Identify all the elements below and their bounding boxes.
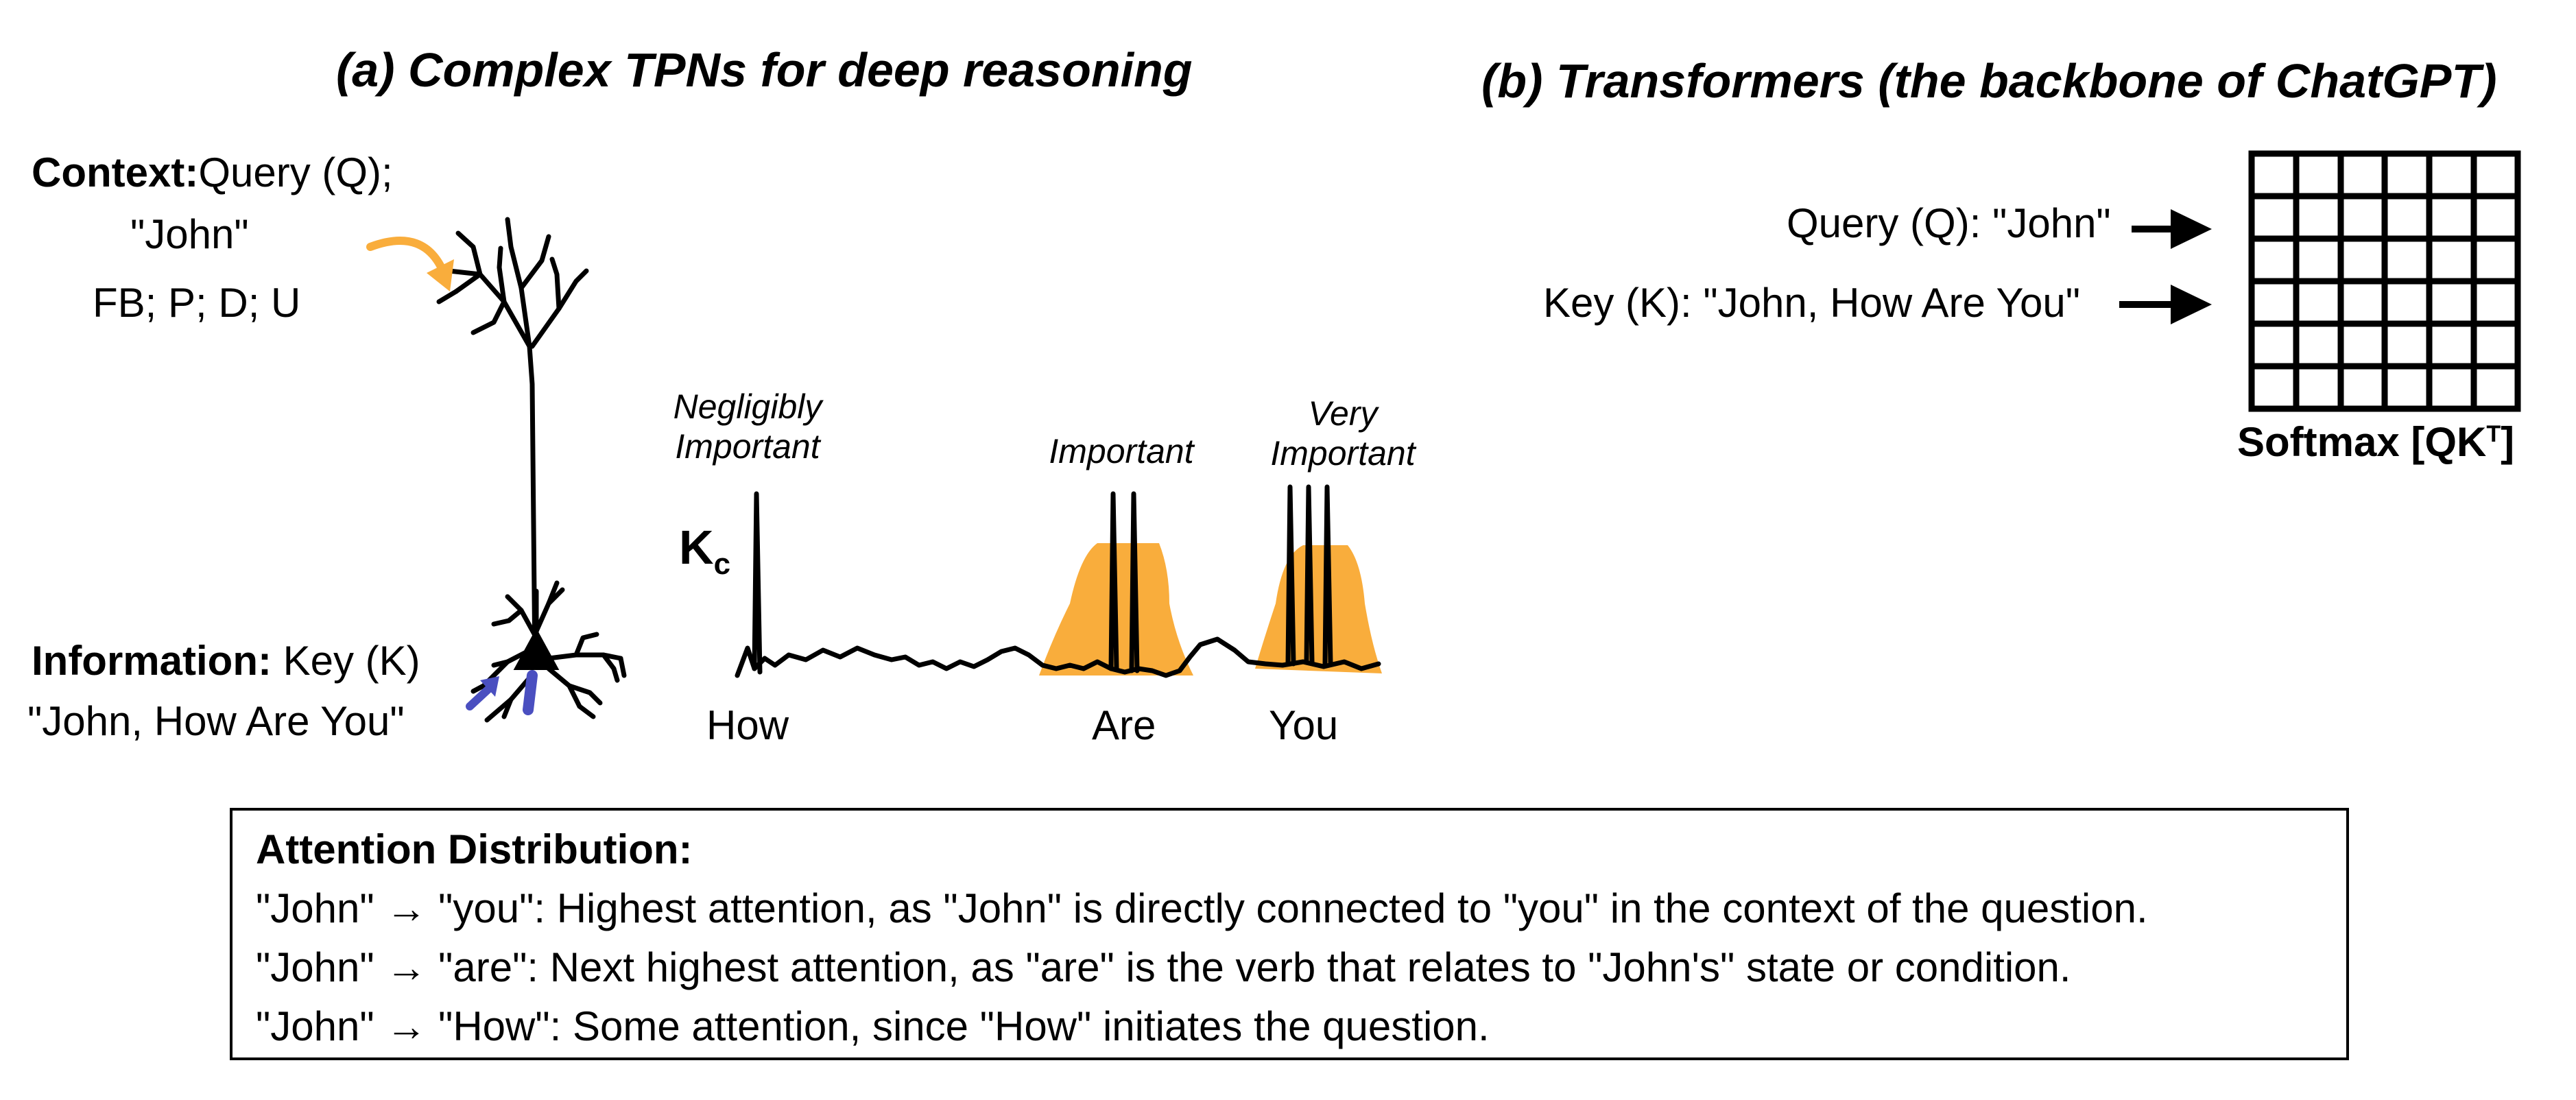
information-arrow bbox=[466, 685, 492, 710]
attention-distribution-box: Attention Distribution: "John" → "you": … bbox=[230, 808, 2349, 1060]
context-label: Context: bbox=[32, 150, 199, 195]
word-how: How bbox=[706, 702, 789, 748]
attention-line-how: "John" → "How": Some attention, since "H… bbox=[256, 1003, 1490, 1049]
kc-letter: K bbox=[679, 521, 714, 574]
spike-are-2 bbox=[1129, 491, 1140, 673]
query-text: Query (Q): "John" bbox=[1787, 200, 2111, 246]
spike-you-3 bbox=[1322, 484, 1333, 667]
query-arrowhead bbox=[2171, 209, 2212, 249]
information-line: Information: Key (K) bbox=[32, 641, 420, 682]
kc-label: Kc bbox=[679, 520, 730, 582]
negligibly-line-1: Negligibly bbox=[673, 387, 822, 426]
spike-you-1 bbox=[1285, 484, 1296, 667]
context-line: Context:Query (Q); bbox=[32, 152, 393, 193]
word-you: You bbox=[1269, 702, 1339, 748]
attention-line-are: "John" → "are": Next highest attention, … bbox=[256, 944, 2071, 990]
information-text: "John, How Are You" bbox=[27, 698, 405, 744]
information-arrowhead bbox=[480, 676, 499, 697]
key-text: Key (K): "John, How Are You" bbox=[1543, 280, 2081, 326]
softmax-close: ] bbox=[2501, 419, 2515, 465]
information-label: Information: bbox=[32, 638, 272, 684]
label-negligibly-important: Negligibly Important bbox=[658, 387, 837, 466]
membrane-baseline bbox=[735, 636, 1381, 678]
spike-you-2 bbox=[1304, 484, 1315, 665]
softmax-label: Softmax [QKT] bbox=[2237, 418, 2514, 466]
very-line-2: Important bbox=[1270, 433, 1416, 473]
attention-heading: Attention Distribution: bbox=[256, 826, 693, 872]
panel-b-title: (b) Transformers (the backbone of ChatGP… bbox=[1481, 54, 2497, 108]
panel-a-title: (a) Complex TPNs for deep reasoning bbox=[336, 43, 1193, 97]
context-arrowhead bbox=[427, 259, 454, 291]
attention-matrix-grid bbox=[2248, 150, 2521, 412]
key-arrowhead bbox=[2171, 285, 2212, 324]
basal-input-highlight bbox=[523, 670, 538, 715]
word-are: Are bbox=[1092, 702, 1156, 748]
softmax-text: Softmax [QK bbox=[2237, 419, 2487, 465]
information-key: Key (K) bbox=[283, 638, 420, 684]
context-arrow bbox=[366, 237, 449, 278]
label-important: Important bbox=[1049, 432, 1194, 470]
context-signals: FB; P; D; U bbox=[93, 280, 301, 326]
label-very-important: Very Important bbox=[1254, 394, 1432, 473]
very-line-1: Very bbox=[1308, 394, 1378, 433]
apical-dendrite bbox=[527, 344, 538, 668]
negligibly-line-2: Important bbox=[675, 427, 820, 466]
spike-how bbox=[752, 491, 763, 675]
spike-are-1 bbox=[1108, 491, 1119, 671]
context-query: Query (Q); bbox=[198, 150, 393, 195]
softmax-superscript: T bbox=[2486, 421, 2501, 447]
context-word: "John" bbox=[130, 211, 249, 257]
neuron-soma bbox=[513, 627, 560, 670]
kc-subscript: c bbox=[713, 547, 731, 581]
attention-line-you: "John" → "you": Highest attention, as "J… bbox=[256, 885, 2148, 931]
